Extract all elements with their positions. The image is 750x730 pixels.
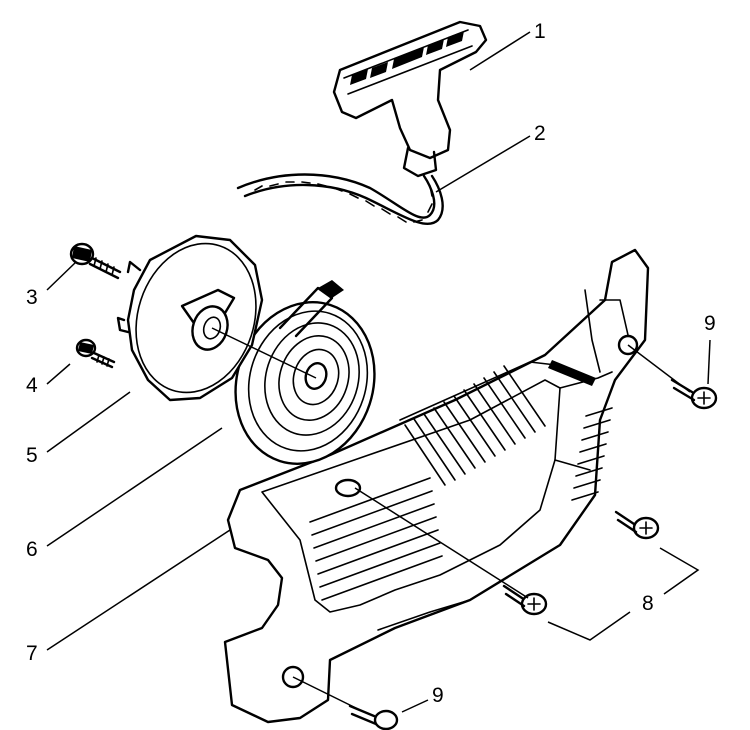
callout-4: 4 xyxy=(26,374,38,397)
callout-5: 5 xyxy=(26,444,38,467)
callout-1: 1 xyxy=(534,20,546,43)
starter-rope-icon xyxy=(236,173,444,226)
starter-housing-icon xyxy=(223,248,650,724)
small-screw-icon xyxy=(75,338,116,369)
callout-8: 8 xyxy=(642,592,654,615)
callout-7: 7 xyxy=(26,642,38,665)
callout-2: 2 xyxy=(534,122,546,145)
housing-screw-icon xyxy=(502,510,660,616)
leader-lines xyxy=(46,31,711,713)
callout-9-top: 9 xyxy=(704,312,716,335)
pulley-screw-icon xyxy=(69,242,122,280)
starter-handle-icon xyxy=(332,20,488,178)
callout-6: 6 xyxy=(26,538,38,561)
callout-9-bottom: 9 xyxy=(432,684,444,707)
callout-3: 3 xyxy=(26,286,38,309)
rope-pulley-icon xyxy=(116,234,264,402)
